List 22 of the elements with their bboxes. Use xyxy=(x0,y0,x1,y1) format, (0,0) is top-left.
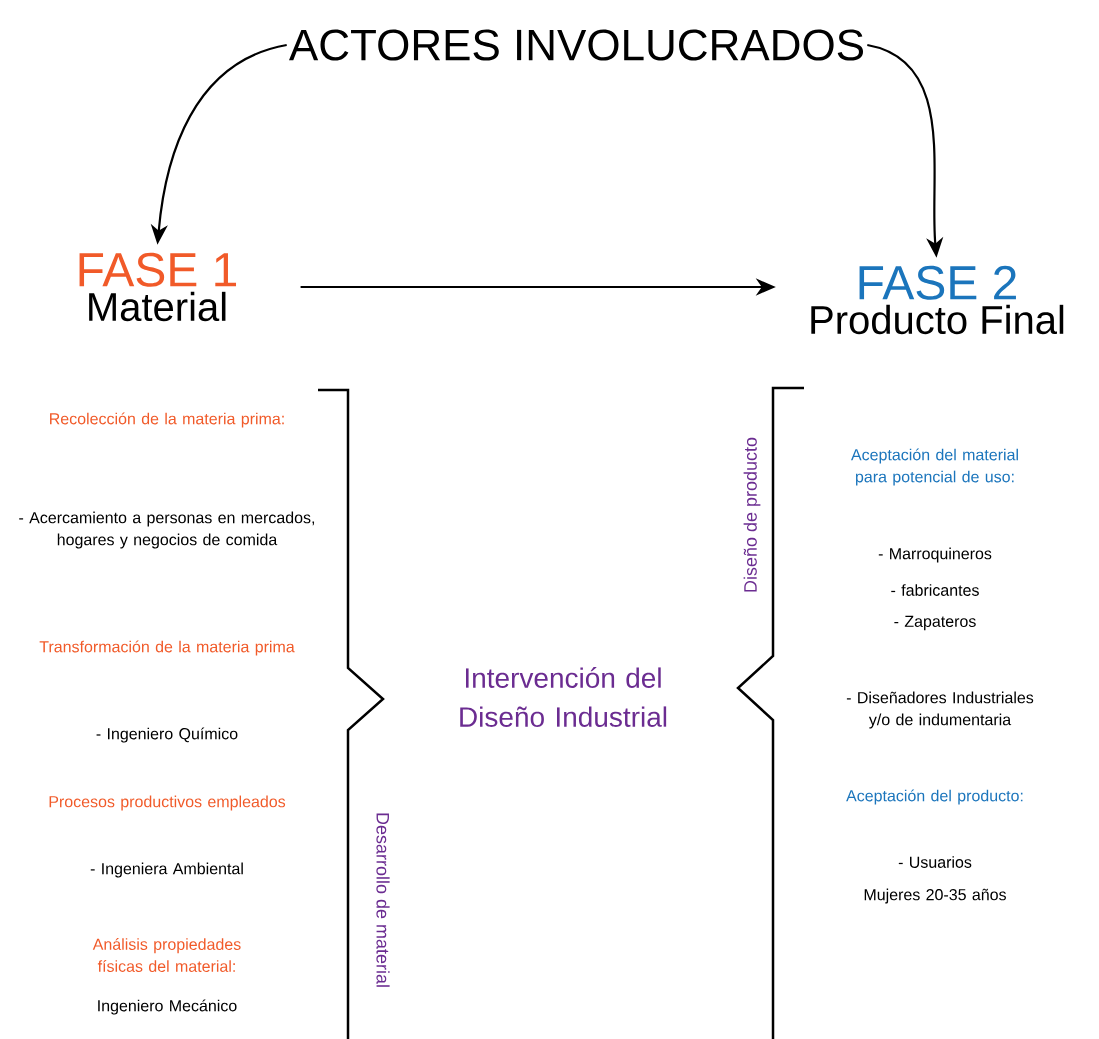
list-item: Mujeres 20-35 años xyxy=(864,888,1006,904)
phase-heading: FASE 1 Material xyxy=(79,252,236,322)
phase-heading: FASE 2 Producto Final xyxy=(811,265,1064,335)
list-item: Ingeniero Mecánico xyxy=(98,999,237,1015)
section-heading: Recolección de la materia prima: xyxy=(50,412,284,428)
vertical-label: Desarrollo de material xyxy=(376,813,390,987)
section-heading: Aceptación del producto: xyxy=(846,789,1023,805)
list-item: - Diseñadores Industriales y/o de indumentaria xyxy=(846,691,1034,729)
section-heading: Procesos productivos empleados xyxy=(49,795,286,811)
list-item: - fabricantes xyxy=(891,584,979,596)
section-heading: Aceptación del material para potencial de uso: xyxy=(851,448,1018,486)
vertical-label: Diseño de producto xyxy=(743,437,761,592)
list-item: - Ingeniera Ambiental xyxy=(90,862,243,878)
title-text: ACTORES INVOLUCRADOS xyxy=(289,29,863,61)
list-item: - Usuarios xyxy=(898,856,972,868)
list-item: - Acercamiento a personas en mercados, hogares y negocios de comida xyxy=(19,511,315,549)
center-heading: Intervención del Diseño Industrial xyxy=(460,667,667,727)
section-heading: Transformación de la materia prima xyxy=(39,640,295,656)
list-item: - Ingeniero Químico xyxy=(96,727,238,743)
list-item: - Zapateros xyxy=(894,615,976,631)
list-item: - Marroquineros xyxy=(878,547,992,563)
section-heading: Análisis propiedades físicas del material: xyxy=(92,938,241,972)
